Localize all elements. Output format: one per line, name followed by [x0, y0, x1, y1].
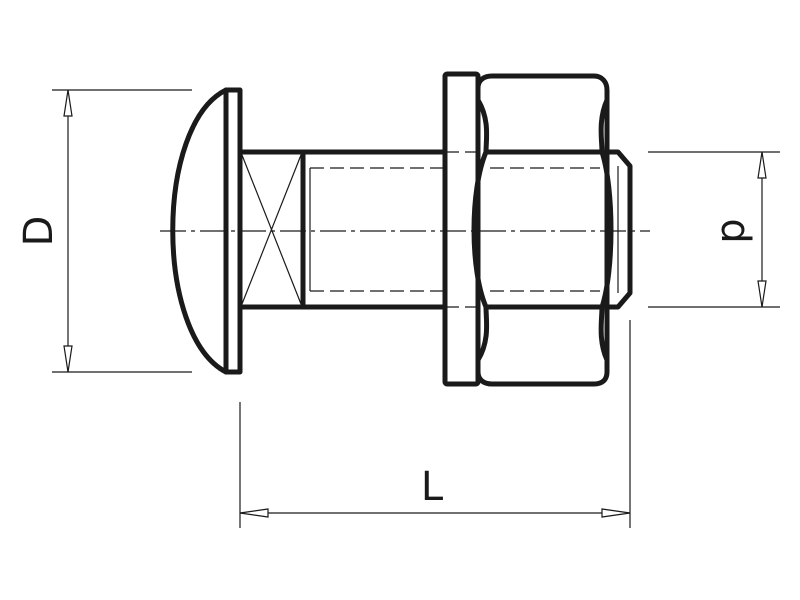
square-neck — [237, 149, 306, 310]
bolt-shank — [300, 149, 448, 310]
bolt-tip — [604, 149, 633, 310]
hex-nut — [471, 73, 614, 387]
bolt-head-dome — [170, 87, 229, 375]
dimension-length — [239, 320, 631, 528]
dimension-head-diameter — [52, 89, 192, 373]
bolt-head-flange — [223, 87, 243, 375]
dimension-thread-diameter — [648, 151, 780, 308]
label-L: L — [421, 464, 444, 510]
hidden-shank-in-washer — [445, 151, 478, 308]
label-d: d — [712, 218, 758, 243]
label-D: D — [16, 216, 62, 247]
